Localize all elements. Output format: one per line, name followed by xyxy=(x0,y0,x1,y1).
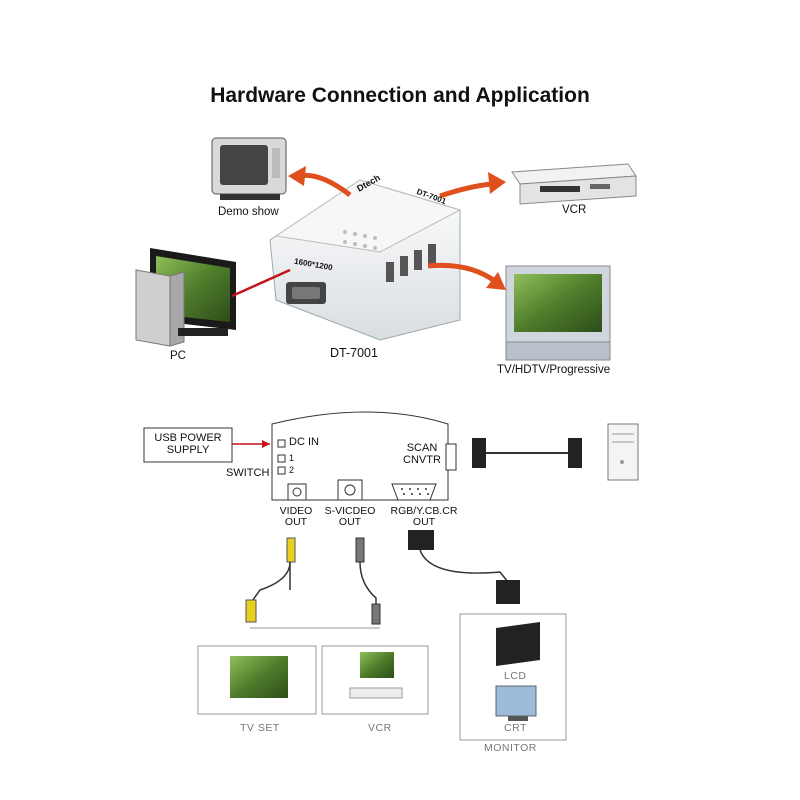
vga-plug-icon xyxy=(472,438,486,468)
crt-label: CRT xyxy=(504,722,527,734)
vga-plug-icon-2 xyxy=(408,530,434,550)
svideo-out-port xyxy=(337,479,363,501)
tv-hdtv-label: TV/HDTV/Progressive xyxy=(497,364,611,376)
svideo-plug-icon xyxy=(355,537,365,563)
dc-in-port xyxy=(277,439,286,448)
svideo-out-label: S-VICDEO OUT xyxy=(324,505,376,528)
usb-power-label: USB POWER SUPPLY xyxy=(154,432,222,456)
switch-2-port xyxy=(277,466,286,475)
arrow-head-left-icon xyxy=(288,166,306,186)
scan-port xyxy=(445,443,457,471)
converter-device-icon xyxy=(269,179,462,341)
vcr-label: VCR xyxy=(562,204,587,216)
switch-1-label: 1 xyxy=(289,453,295,463)
usb-power-box xyxy=(143,427,233,463)
tv-set-label: TV SET xyxy=(240,722,280,734)
arrow-head-down-icon xyxy=(486,272,506,290)
lcd-tv-icon xyxy=(505,265,611,361)
rgb-out-label: RGB/Y.CB.CR OUT xyxy=(390,505,458,528)
bottom-vcr-label: VCR xyxy=(368,722,392,734)
switch-2-label: 2 xyxy=(289,465,295,475)
converter-box-outline xyxy=(271,411,449,501)
demo-show-label: Demo show xyxy=(218,206,279,218)
switch-label: SWITCH xyxy=(226,467,270,479)
monitor-label: MONITOR xyxy=(484,742,537,754)
vcr-device-icon xyxy=(511,163,637,205)
lcd-icon xyxy=(496,622,540,666)
video-out-port xyxy=(287,483,307,501)
arrow-head-right-icon xyxy=(488,172,506,194)
page-title: Hardware Connection and Application xyxy=(210,84,590,107)
pc-icon xyxy=(135,248,236,347)
rca-plug-icon xyxy=(286,537,296,563)
pc-label: PC xyxy=(170,350,186,362)
vga-cable-line xyxy=(231,268,291,298)
crt-tv-icon xyxy=(211,137,287,200)
dc-in-label: DC IN xyxy=(289,436,319,448)
crt-icon xyxy=(495,685,537,717)
video-out-label: VIDEO OUT xyxy=(279,505,313,528)
switch-1-port xyxy=(277,454,286,463)
rgb-out-port xyxy=(391,483,437,501)
pc-tower-icon xyxy=(607,423,639,481)
scan-cnvtr-label: SCAN CNVTR xyxy=(403,442,441,466)
lcd-label: LCD xyxy=(504,670,527,682)
model-label: DT-7001 xyxy=(330,346,378,360)
